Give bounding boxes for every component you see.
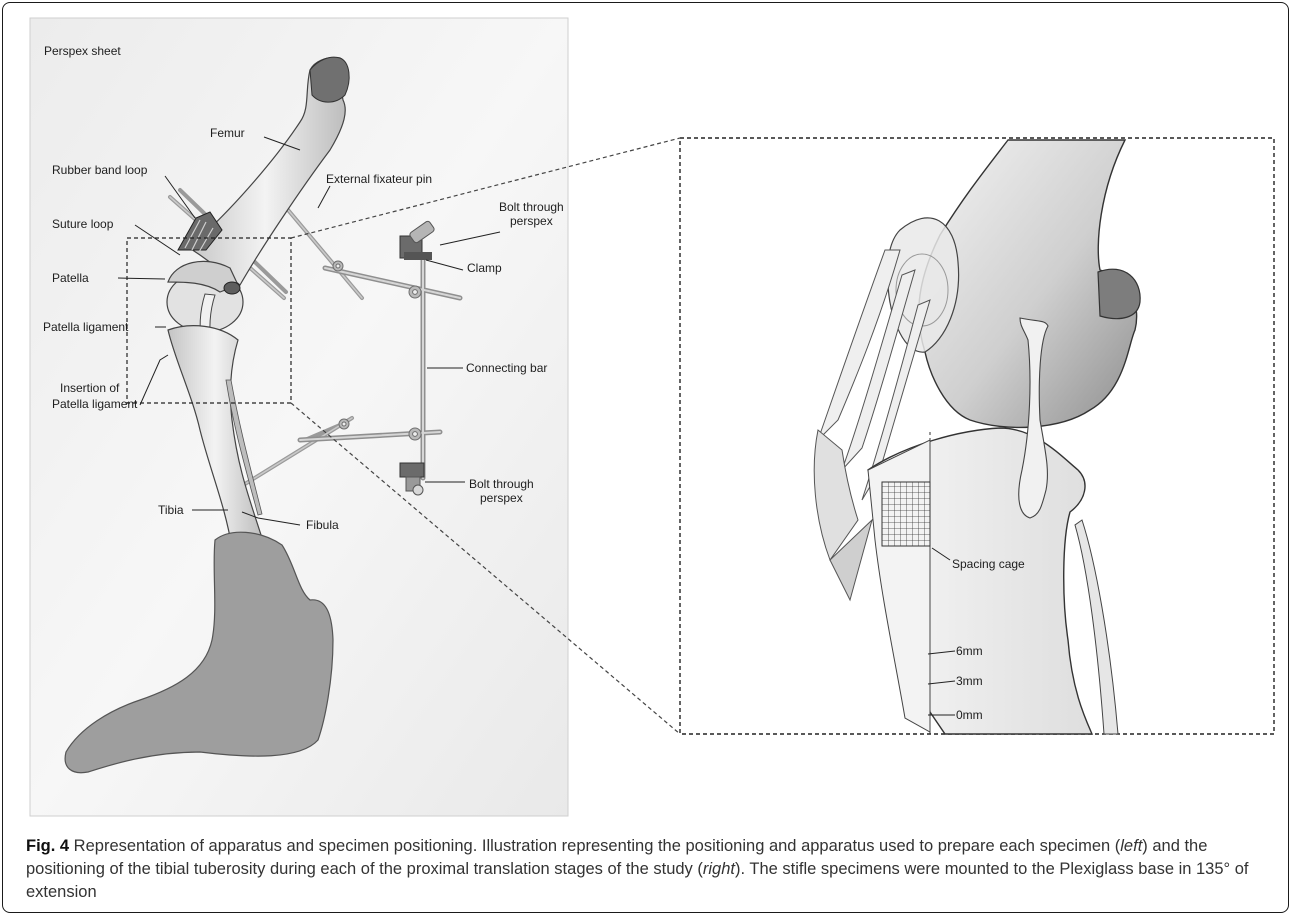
label-suture-loop: Suture loop — [52, 217, 114, 231]
label-insertion-line2: Patella ligament — [52, 397, 138, 411]
label-patella: Patella — [52, 271, 89, 285]
caption-left: left — [1120, 837, 1142, 855]
label-connecting-bar: Connecting bar — [466, 361, 547, 375]
label-insertion-line1: Insertion of — [60, 381, 120, 395]
label-bolt-top-line2: perspex — [510, 214, 553, 228]
label-external-fixateur-pin: External fixateur pin — [326, 172, 432, 186]
label-spacing-cage: Spacing cage — [952, 557, 1025, 571]
label-rubber-band-loop: Rubber band loop — [52, 163, 148, 177]
label-clamp: Clamp — [467, 261, 502, 275]
figure-illustration: Perspex sheet Femur Rubber band loop Ext… — [0, 0, 1293, 830]
label-perspex-sheet: Perspex sheet — [44, 44, 121, 58]
label-bolt-top-line1: Bolt through — [499, 200, 564, 214]
label-3mm: 3mm — [956, 674, 983, 688]
label-patella-ligament: Patella ligament — [43, 320, 129, 334]
figure-caption: Fig. 4 Representation of apparatus and s… — [26, 835, 1276, 904]
label-fibula: Fibula — [306, 518, 339, 532]
caption-text-part1: Representation of apparatus and specimen… — [69, 837, 1120, 855]
label-bolt-bottom-line2: perspex — [480, 491, 523, 505]
caption-fig-number: Fig. 4 — [26, 837, 69, 855]
label-femur: Femur — [210, 126, 245, 140]
caption-right: right — [703, 860, 735, 878]
label-bolt-bottom-line1: Bolt through — [469, 477, 534, 491]
label-6mm: 6mm — [956, 644, 983, 658]
label-0mm: 0mm — [956, 708, 983, 722]
label-tibia: Tibia — [158, 503, 184, 517]
